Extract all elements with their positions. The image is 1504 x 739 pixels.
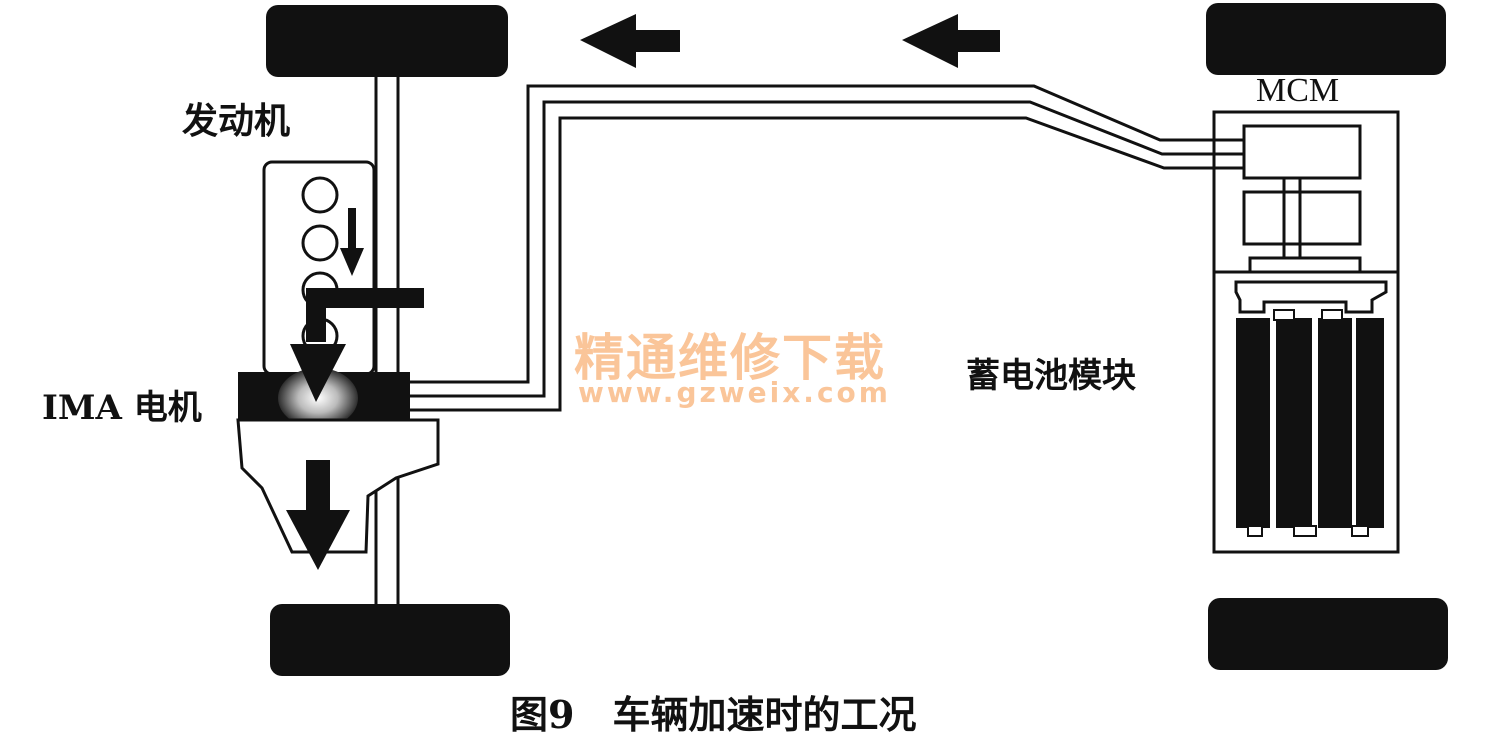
ima-motor-label: IMA 电机 — [42, 388, 202, 428]
power-merge-arrow — [290, 288, 424, 402]
engine-label: 发动机 — [182, 100, 291, 142]
watermark-url: www.gzweix.com — [578, 376, 891, 409]
transmission-housing — [236, 418, 440, 570]
figure-caption: 图9 车辆加速时的工况 — [510, 692, 917, 737]
cylinder — [301, 224, 339, 262]
mcm-label: MCM — [1256, 72, 1340, 109]
front-axle — [374, 68, 400, 612]
flow-arrow-left — [902, 14, 1000, 68]
front-right-wheel — [270, 604, 510, 676]
rear-left-wheel — [1206, 3, 1446, 75]
watermark-text: 精通维修下载 — [574, 329, 886, 387]
power-cable — [408, 84, 1244, 412]
front-left-wheel — [266, 5, 508, 77]
engine-block — [262, 160, 376, 376]
mcm-box — [1242, 124, 1362, 180]
engine-power-arrow — [340, 208, 364, 276]
flow-arrow-left — [580, 14, 680, 68]
rear-right-wheel — [1208, 598, 1448, 670]
battery-cells — [1236, 309, 1384, 537]
cylinder — [301, 176, 339, 214]
battery-module-label: 蓄电池模块 — [966, 356, 1136, 396]
battery-module — [1212, 110, 1400, 554]
